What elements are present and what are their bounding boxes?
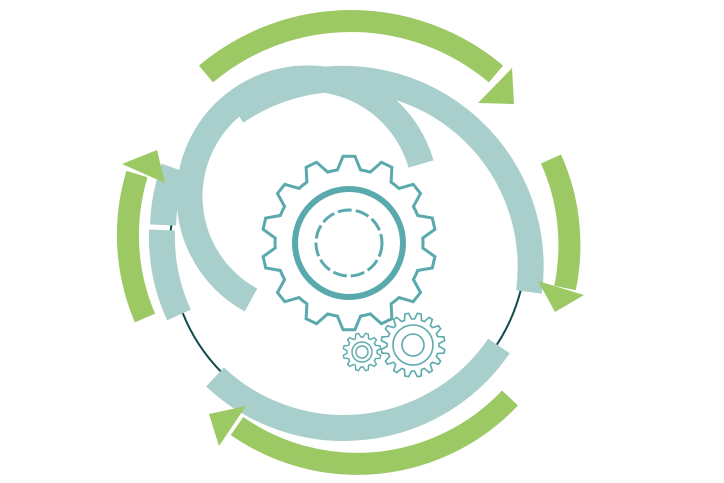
large-gear-icon <box>261 154 437 332</box>
cycle-arrow-icon-bottom <box>209 390 518 475</box>
small-gear-icon <box>342 332 382 372</box>
teal-ring-left-lower <box>148 229 191 321</box>
gear-medium-teeth <box>380 312 446 378</box>
teal-ring-bottom <box>206 338 510 441</box>
gear-large-ring-1 <box>314 208 384 278</box>
inner-teal-arc <box>176 65 434 312</box>
green-arrows <box>116 10 584 475</box>
gear-small-ring-0 <box>351 341 373 363</box>
teal-ring-left-upper <box>150 163 187 226</box>
medium-gear-icon <box>380 312 446 378</box>
gear-large-teeth <box>261 154 437 332</box>
gear-medium-ring-0 <box>392 324 434 366</box>
gear-small-teeth <box>342 332 382 372</box>
cycle-arrow-icon-top <box>198 10 514 104</box>
gear-large-ring-0 <box>292 186 406 300</box>
gear-small-ring-1 <box>355 345 369 359</box>
cycle-arrow-icon-left <box>116 150 165 323</box>
gear-medium-ring-1 <box>401 333 425 357</box>
cycle-arrow-icon-right <box>538 154 584 312</box>
